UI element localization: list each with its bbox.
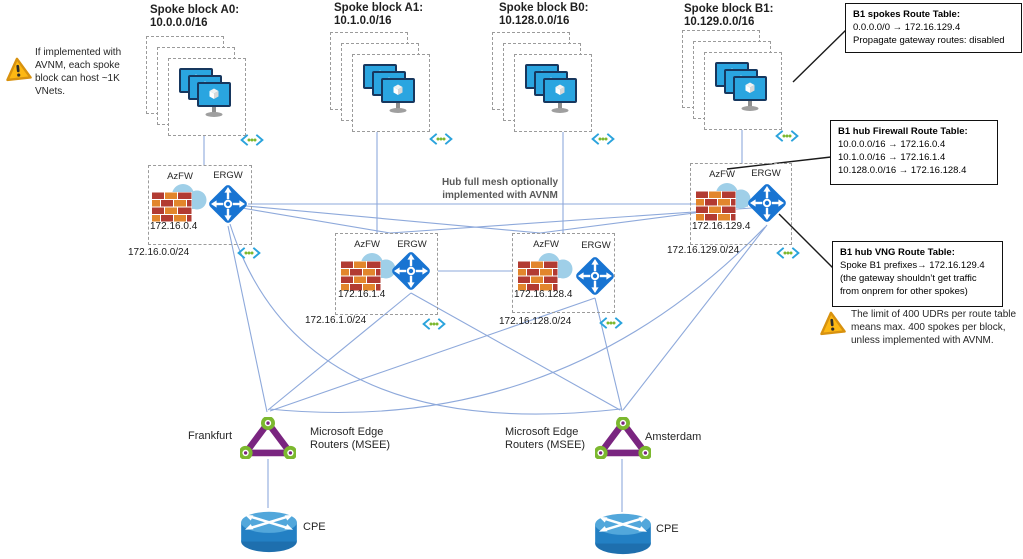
route-table-line: from onprem for other spokes) (840, 286, 968, 297)
route-table-line: 10.128.0.0/16 → 172.16.128.4 (838, 165, 967, 176)
spoke-b0-cidr: 10.128.0.0/16 (499, 15, 570, 27)
cpe-router-icon-amsterdam (593, 512, 653, 556)
vm-stack-icon-b0 (525, 64, 577, 113)
cpe-label-amsterdam: CPE (656, 523, 679, 535)
spoke-b1-cidr: 10.129.0.0/16 (684, 16, 755, 28)
vnet-peering-icon-hub4 (776, 246, 800, 260)
cpe-label-frankfurt: CPE (303, 521, 326, 533)
spoke-b1-title: Spoke block B1: 10.129.0.0/16 (684, 3, 773, 29)
hub4-ergw-label: ERGW (751, 168, 781, 179)
b1-hub-firewall-route-table: B1 hub Firewall Route Table: 10.0.0.0/16… (830, 120, 998, 185)
vnet-peering-icon-spoke-a1 (429, 132, 453, 146)
warning-icon-udr-note (818, 310, 846, 336)
msee-triangle-icon-frankfurt (239, 416, 298, 460)
hub1-ergw-label: ERGW (213, 170, 243, 181)
avnm-note-text: If implemented with AVNM, each spoke blo… (35, 47, 122, 97)
route-table-title: B1 hub Firewall Route Table: (838, 126, 968, 137)
msee-label-line2: Routers (MSEE) (310, 439, 391, 451)
hub3-azfw-label: AzFW (533, 239, 559, 250)
spoke-a1-title: Spoke block A1: 10.1.0.0/16 (334, 2, 423, 28)
route-table-line: 10.0.0.0/16 → 172.16.0.4 (838, 139, 946, 150)
hub-mesh-note: Hub full mesh optionally implemented wit… (390, 176, 610, 202)
vnet-peering-icon-spoke-b0 (591, 132, 615, 146)
spoke-a0-cidr: 10.0.0.0/16 (150, 17, 208, 29)
hub4-cidr: 172.16.129.0/24 (667, 245, 740, 256)
hub2-vnet-box (335, 233, 438, 315)
msee-triangle-icon-amsterdam (594, 416, 653, 460)
route-table-line: 0.0.0.0/0 → 172.16.129.4 (853, 22, 961, 33)
warning-icon-avnm-note (4, 56, 32, 82)
hub2-cidr: 172.16.1.0/24 (305, 315, 367, 326)
hub1-fw-ip: 172.16.0.4 (150, 221, 198, 232)
msee-label-line2: Routers (MSEE) (505, 439, 586, 451)
b1-spokes-route-table: B1 spokes Route Table: 0.0.0.0/0 → 172.1… (845, 3, 1022, 53)
spoke-to-hub-lines (203, 130, 743, 233)
frankfurt-label: Frankfurt (188, 430, 233, 442)
hub-mesh-note-line2: implemented with AVNM (442, 190, 558, 201)
vm-stack-icon-a1 (363, 64, 415, 113)
hub2-ergw-label: ERGW (397, 239, 427, 250)
vnet-peering-icon-hub2 (422, 317, 446, 331)
route-table-line: Spoke B1 prefixes→ 172.16.129.4 (840, 260, 985, 271)
vnet-peering-icon-hub3 (599, 316, 623, 330)
udr-limit-note-text: The limit of 400 UDRs per route table me… (851, 309, 1017, 346)
spoke-a0-title: Spoke block A0: 10.0.0.0/16 (150, 4, 239, 30)
msee-label-line1: Microsoft Edge (505, 426, 579, 438)
spoke-b0-title: Spoke block B0: 10.128.0.0/16 (499, 2, 588, 28)
route-table-line: Propagate gateway routes: disabled (853, 35, 1005, 46)
route-table-line: 10.1.0.0/16 → 172.16.1.4 (838, 152, 946, 163)
msee-label-amsterdam: Microsoft Edge Routers (MSEE) (505, 426, 585, 452)
msee-label-frankfurt: Microsoft Edge Routers (MSEE) (310, 426, 390, 452)
b1-hub-vng-route-table: B1 hub VNG Route Table: Spoke B1 prefixe… (832, 241, 1003, 307)
spoke-b1-title-line: Spoke block B1: (684, 3, 774, 15)
hub1-azfw-label: AzFW (167, 171, 193, 182)
vnet-peering-icon-spoke-a0 (240, 133, 264, 147)
vnet-peering-icon-hub1 (237, 246, 261, 260)
hub3-ergw-label: ERGW (581, 240, 611, 251)
hub3-cidr: 172.16.128.0/24 (499, 316, 572, 327)
hub1-vnet-box (148, 165, 252, 245)
ergw-to-msee-lines (227, 223, 768, 415)
vm-stack-icon-b1 (715, 62, 767, 111)
vm-stack-icon-a0 (179, 68, 231, 117)
hub1-cidr: 172.16.0.0/24 (128, 247, 190, 258)
spoke-b0-title-line: Spoke block B0: (499, 2, 589, 14)
hub4-vnet-box (690, 163, 792, 245)
route-table-title: B1 hub VNG Route Table: (840, 247, 955, 258)
hub-mesh-lines (241, 203, 753, 272)
vnet-peering-icon-spoke-b1 (775, 129, 799, 143)
spoke-a1-cidr: 10.1.0.0/16 (334, 15, 392, 27)
hub-mesh-note-line1: Hub full mesh optionally (441, 177, 559, 188)
msee-to-cpe-lines (267, 459, 623, 512)
hub4-fw-ip: 172.16.129.4 (692, 221, 751, 232)
msee-label-line1: Microsoft Edge (310, 426, 384, 438)
hub2-azfw-label: AzFW (354, 239, 380, 250)
hub3-vnet-box (512, 233, 615, 313)
cpe-router-icon-frankfurt (239, 510, 299, 554)
hub4-azfw-label: AzFW (709, 169, 735, 180)
hub3-fw-ip: 172.16.128.4 (514, 289, 573, 300)
spoke-a0-title-line: Spoke block A0: (150, 4, 240, 16)
route-table-line: (the gateway shouldn’t get traffic (840, 273, 977, 284)
hub2-fw-ip: 172.16.1.4 (338, 289, 386, 300)
route-table-title: B1 spokes Route Table: (853, 9, 960, 20)
amsterdam-label: Amsterdam (645, 431, 702, 443)
spoke-a1-title-line: Spoke block A1: (334, 2, 424, 14)
